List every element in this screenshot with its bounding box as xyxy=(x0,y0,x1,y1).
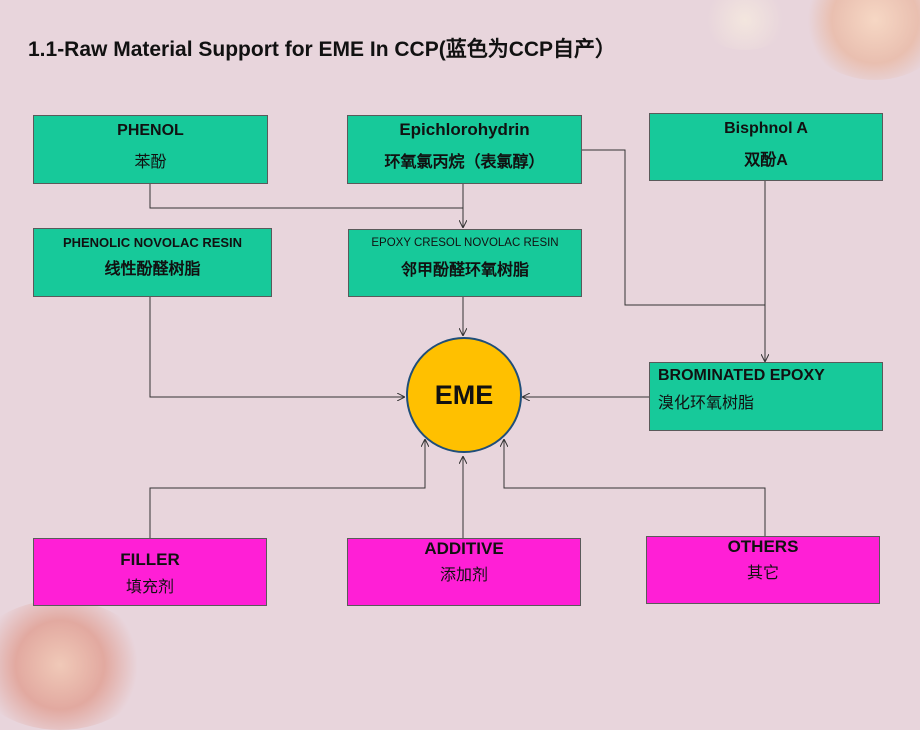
phenol-label-zh: 苯酚 xyxy=(134,154,167,171)
connector-lines xyxy=(149,149,920,538)
phenolic-novolac-label-zh: 线性酚醛树脂 xyxy=(104,261,201,278)
epoxy-cresol-label-en: EPOXY CRESOL NOVOLAC RESIN xyxy=(371,237,559,249)
slide-title: 1.1-Raw Material Support for EME In CCP(… xyxy=(28,38,617,61)
others-box: OTHERS 其它 xyxy=(646,536,880,604)
others-label-zh: 其它 xyxy=(746,565,779,582)
phenolic-novolac-resin-box: PHENOLIC NOVOLAC RESIN 线性酚醛树脂 xyxy=(33,228,272,297)
flower-decoration-top-right-2 xyxy=(700,0,790,50)
bisphenol-box: Bisphnol A 双酚A xyxy=(649,113,883,181)
epichlorohydrin-box: Epichlorohydrin 环氧氯丙烷（表氯醇） xyxy=(347,115,582,184)
additive-box: ADDITIVE 添加剂 xyxy=(347,538,581,606)
phenol-box: PHENOL 苯酚 xyxy=(33,115,268,184)
bisphenol-label-zh: 双酚A xyxy=(744,152,788,169)
epichlorohydrin-label-zh: 环氧氯丙烷（表氯醇） xyxy=(384,154,545,171)
epoxy-cresol-novolac-resin-box: EPOXY CRESOL NOVOLAC RESIN 邻甲酚醛环氧树脂 xyxy=(348,229,582,297)
brominated-epoxy-label-zh: 溴化环氧树脂 xyxy=(658,395,755,412)
eme-center-node: EME xyxy=(406,337,522,453)
bisphenol-label-en: Bisphnol A xyxy=(724,120,808,137)
additive-label-zh: 添加剂 xyxy=(439,567,488,584)
phenol-label-en: PHENOL xyxy=(117,122,184,139)
epichlorohydrin-label-en: Epichlorohydrin xyxy=(399,120,530,139)
filler-box: FILLER 填充剂 xyxy=(33,538,267,606)
filler-label-zh: 填充剂 xyxy=(125,579,174,596)
epoxy-cresol-label-zh: 邻甲酚醛环氧树脂 xyxy=(400,262,529,279)
phenolic-novolac-label-en: PHENOLIC NOVOLAC RESIN xyxy=(62,235,243,250)
others-label-en: OTHERS xyxy=(727,537,799,556)
brominated-epoxy-label-en: BROMINATED EPOXY xyxy=(658,367,825,384)
brominated-epoxy-box: BROMINATED EPOXY 溴化环氧树脂 xyxy=(649,362,883,431)
filler-label-en: FILLER xyxy=(120,550,180,569)
additive-label-en: ADDITIVE xyxy=(424,539,504,558)
